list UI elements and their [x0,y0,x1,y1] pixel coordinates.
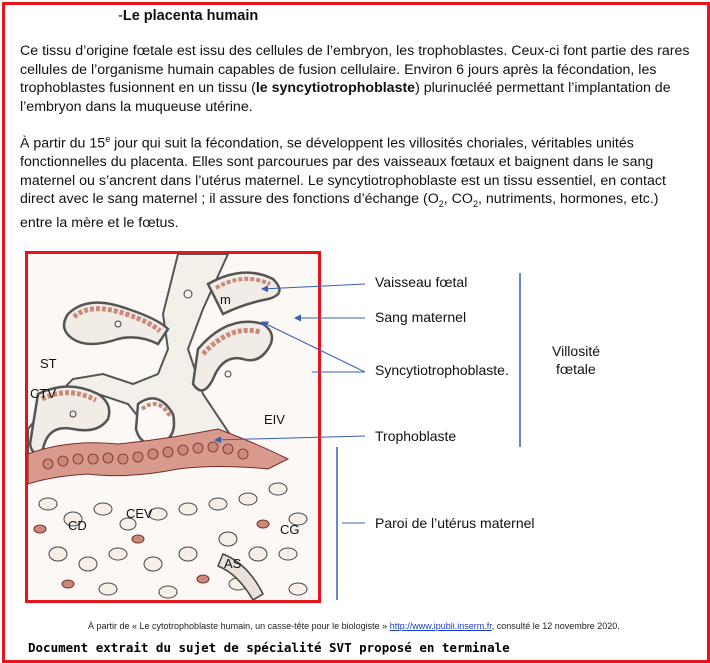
label-cg: CG [280,522,300,537]
villus-branch-right [191,320,274,392]
label-cev: CEV [126,506,153,521]
annotation-trophoblaste: Trophoblaste [375,428,457,444]
annotation-syncytiotrophoblaste: Syncytiotrophoblaste. [375,362,509,378]
trophoblast-layer [28,428,290,485]
villus-branch-upper [62,301,170,346]
document-footer: Document extrait du sujet de spécialité … [28,640,510,655]
source-link[interactable]: http://www.ipubli.inserm.fr [389,621,492,631]
paragraph-1: Ce tissu d’origine fœtale est issu des c… [20,43,690,115]
annotation-sang-maternel: Sang maternel [375,309,467,325]
annotation-villosite: Villosité [552,343,600,359]
annotation-foetale: fœtale [556,361,596,377]
figure-caption: À partir de « Le cytotrophoblaste humain… [88,621,620,631]
label-cd: CD [68,518,87,533]
label-m: m [220,292,231,307]
label-ctv: CTV [30,386,56,401]
annotation-paroi-uterus: Paroi de l’utérus maternel [375,515,535,531]
placenta-histology-figure: m ST CTV EIV CEV CD CG AS [25,251,321,603]
annotation-vaisseau-foetal: Vaisseau fœtal [375,274,468,290]
paragraph-2: À partir du 15e jour qui suit la féconda… [20,134,666,231]
bold-term: le syncytiotrophoblaste [255,80,416,96]
label-st: ST [40,356,57,371]
label-eiv: EIV [264,412,285,427]
page-title: -Le placenta humain [118,8,259,24]
histology-drawing [28,254,318,600]
label-as: AS [224,556,242,571]
